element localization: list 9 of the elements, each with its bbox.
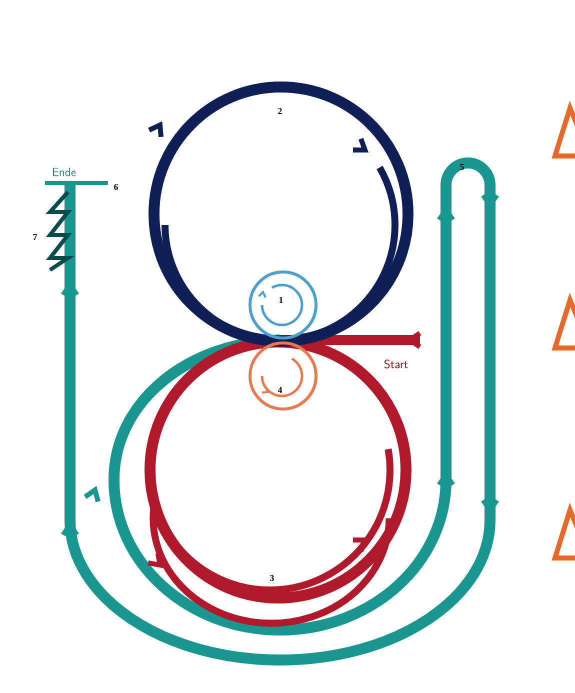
start-label: Start [384, 360, 408, 368]
callout-number: 3 [270, 575, 274, 582]
callout-number: 2 [278, 108, 282, 114]
callout-number: 6 [114, 184, 118, 190]
callout-number: 4 [278, 387, 282, 393]
end-label: Ende [53, 168, 76, 176]
callout-number: 7 [33, 234, 38, 240]
callout-number: 1 [279, 297, 283, 303]
callout-number: 5 [460, 164, 464, 170]
